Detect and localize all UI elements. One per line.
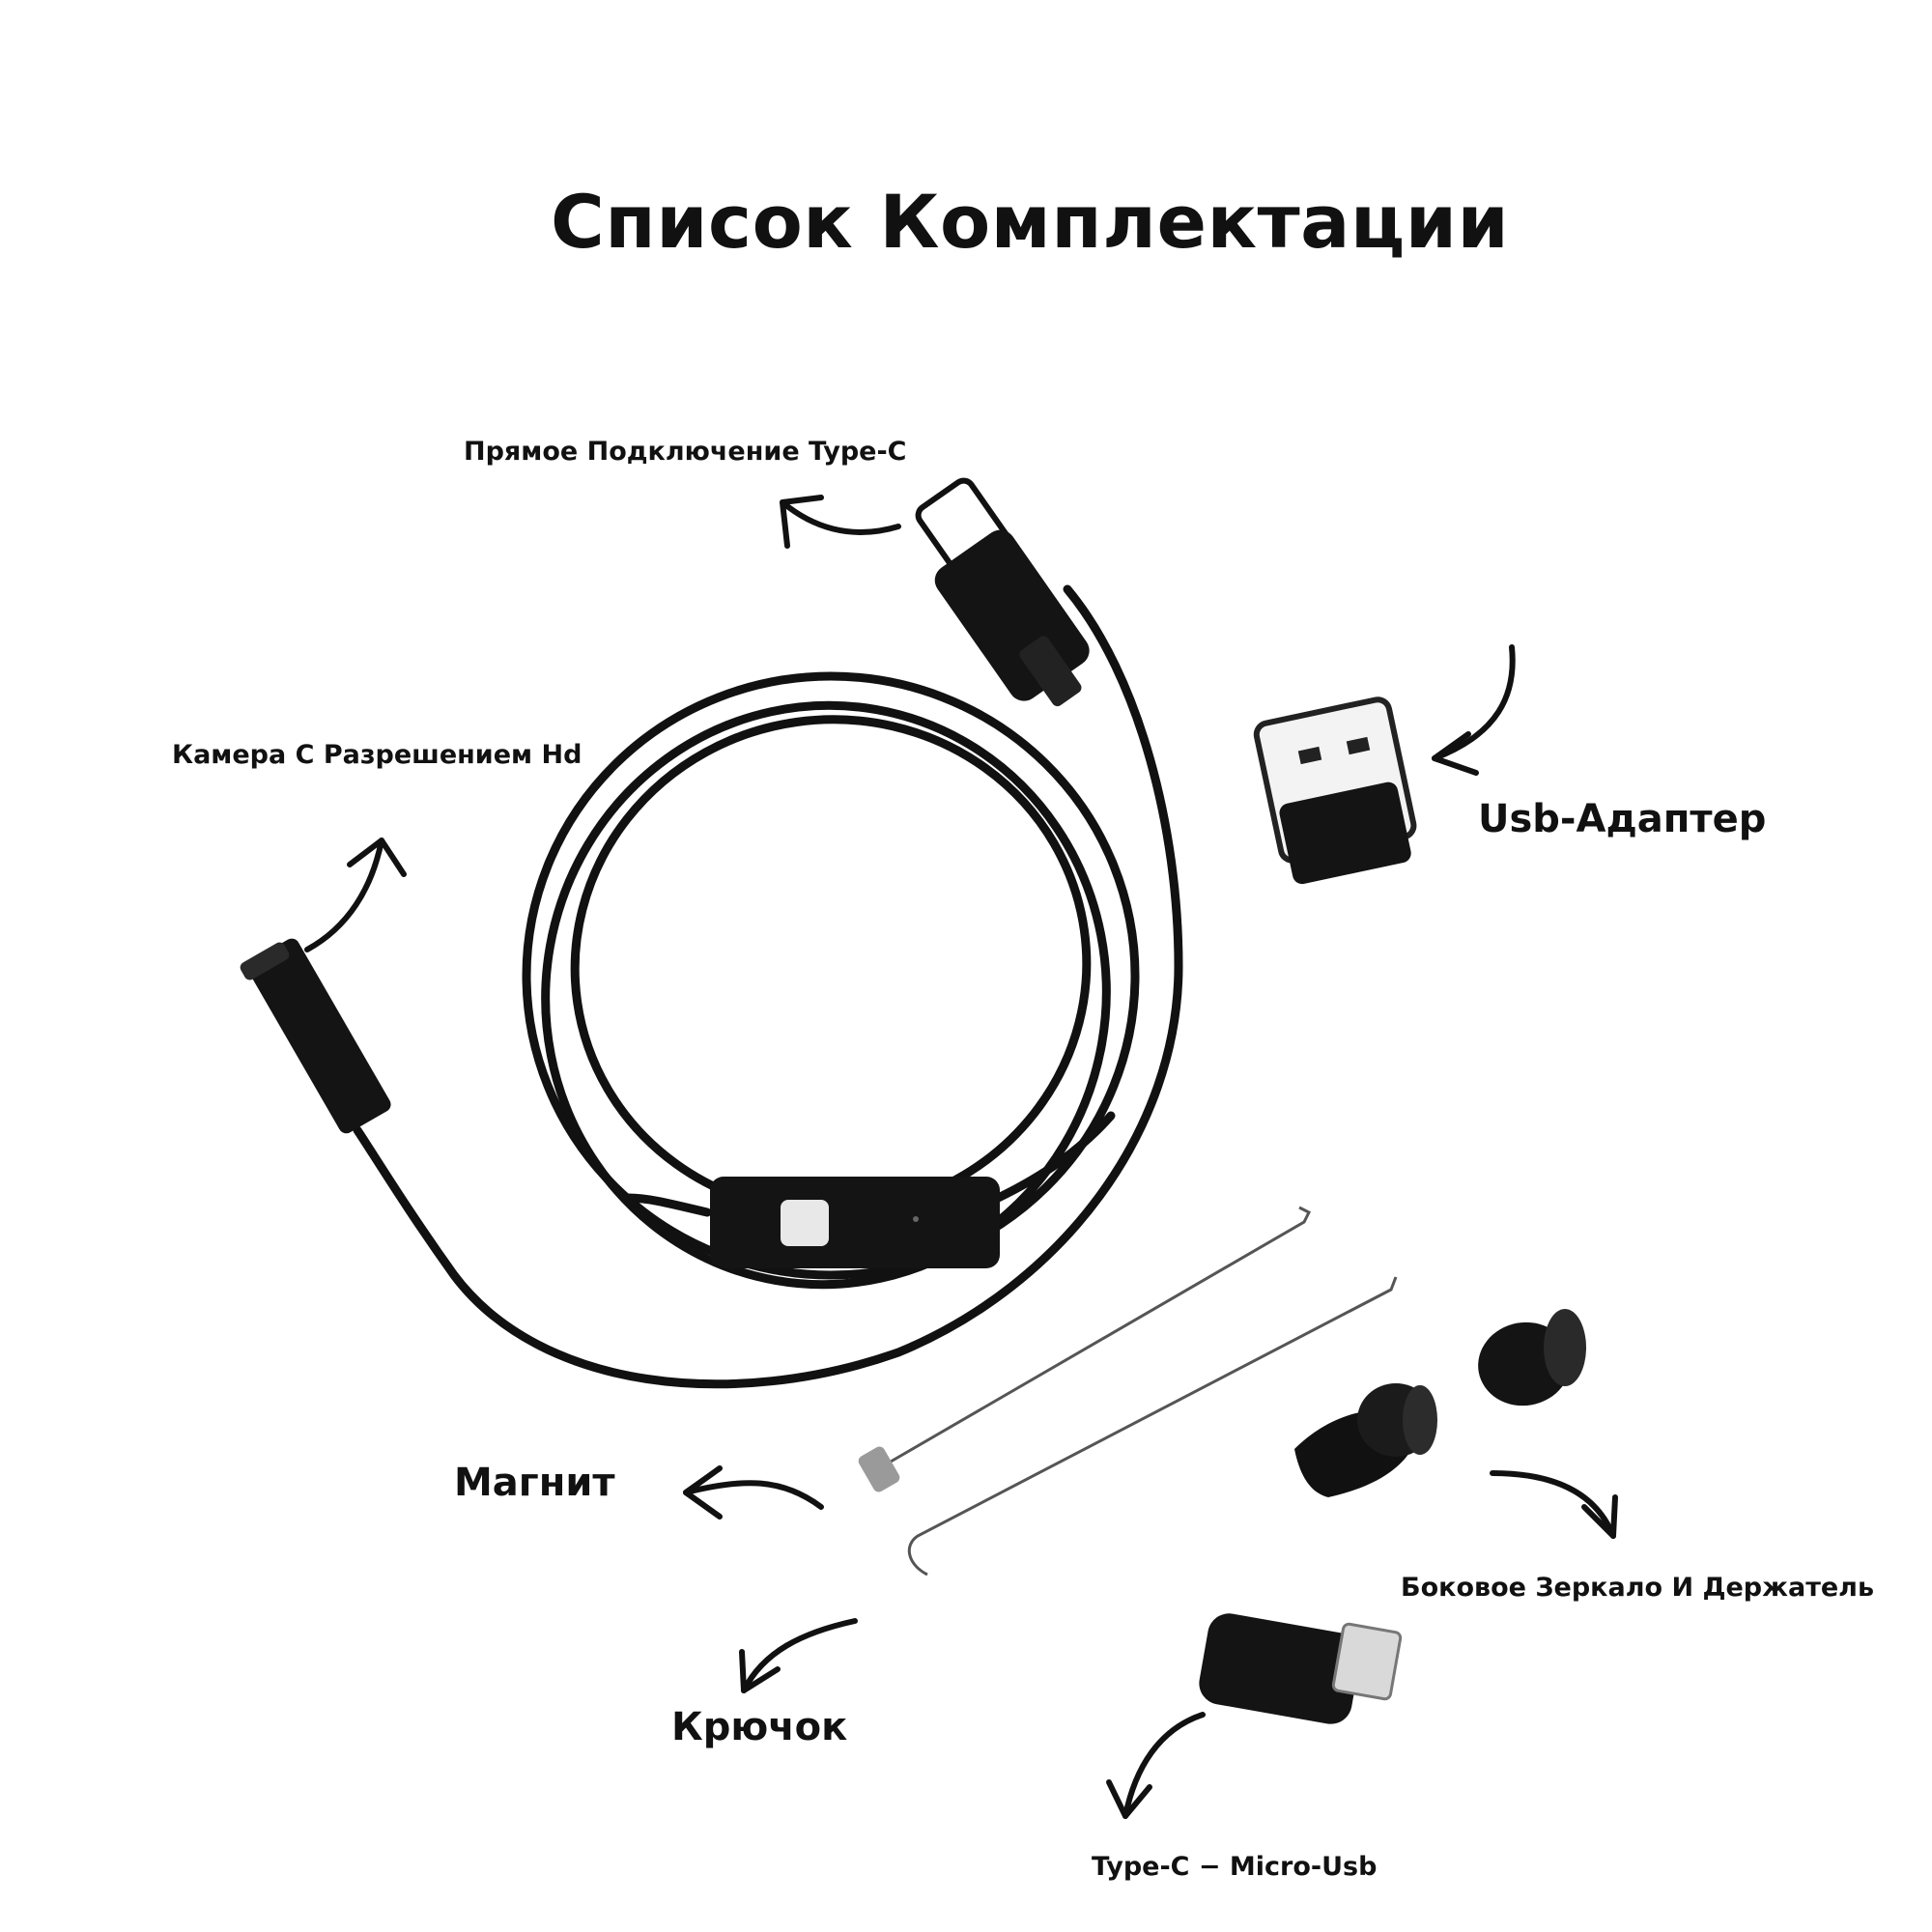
hook-probe (878, 1206, 1398, 1577)
label-hook: Крючок (671, 1705, 848, 1749)
usb-adapter (1253, 696, 1417, 885)
type-c-plug (915, 477, 1090, 707)
label-type-c-micro: Type-C − Micro-Usb (1092, 1852, 1378, 1882)
label-usb-adapter: Usb-Адаптер (1478, 797, 1767, 841)
side-mirror-holder (1294, 1309, 1586, 1497)
label-type-c-direct: Прямое Подключение Type-C (464, 437, 907, 467)
otg-adapter (1199, 1613, 1403, 1724)
cable-coil (353, 584, 1183, 1389)
arrows (304, 495, 1618, 1819)
label-side-mirror: Боковое Зеркало И Держатель (1401, 1573, 1875, 1603)
camera-head (240, 938, 391, 1134)
page-title: Список Комплектации (551, 179, 1510, 265)
label-magnet: Магнит (454, 1461, 615, 1505)
switch-box (710, 1177, 1000, 1268)
label-camera-hd: Камера С Разрешением Hd (172, 740, 582, 770)
magnet-spring (858, 1446, 900, 1492)
